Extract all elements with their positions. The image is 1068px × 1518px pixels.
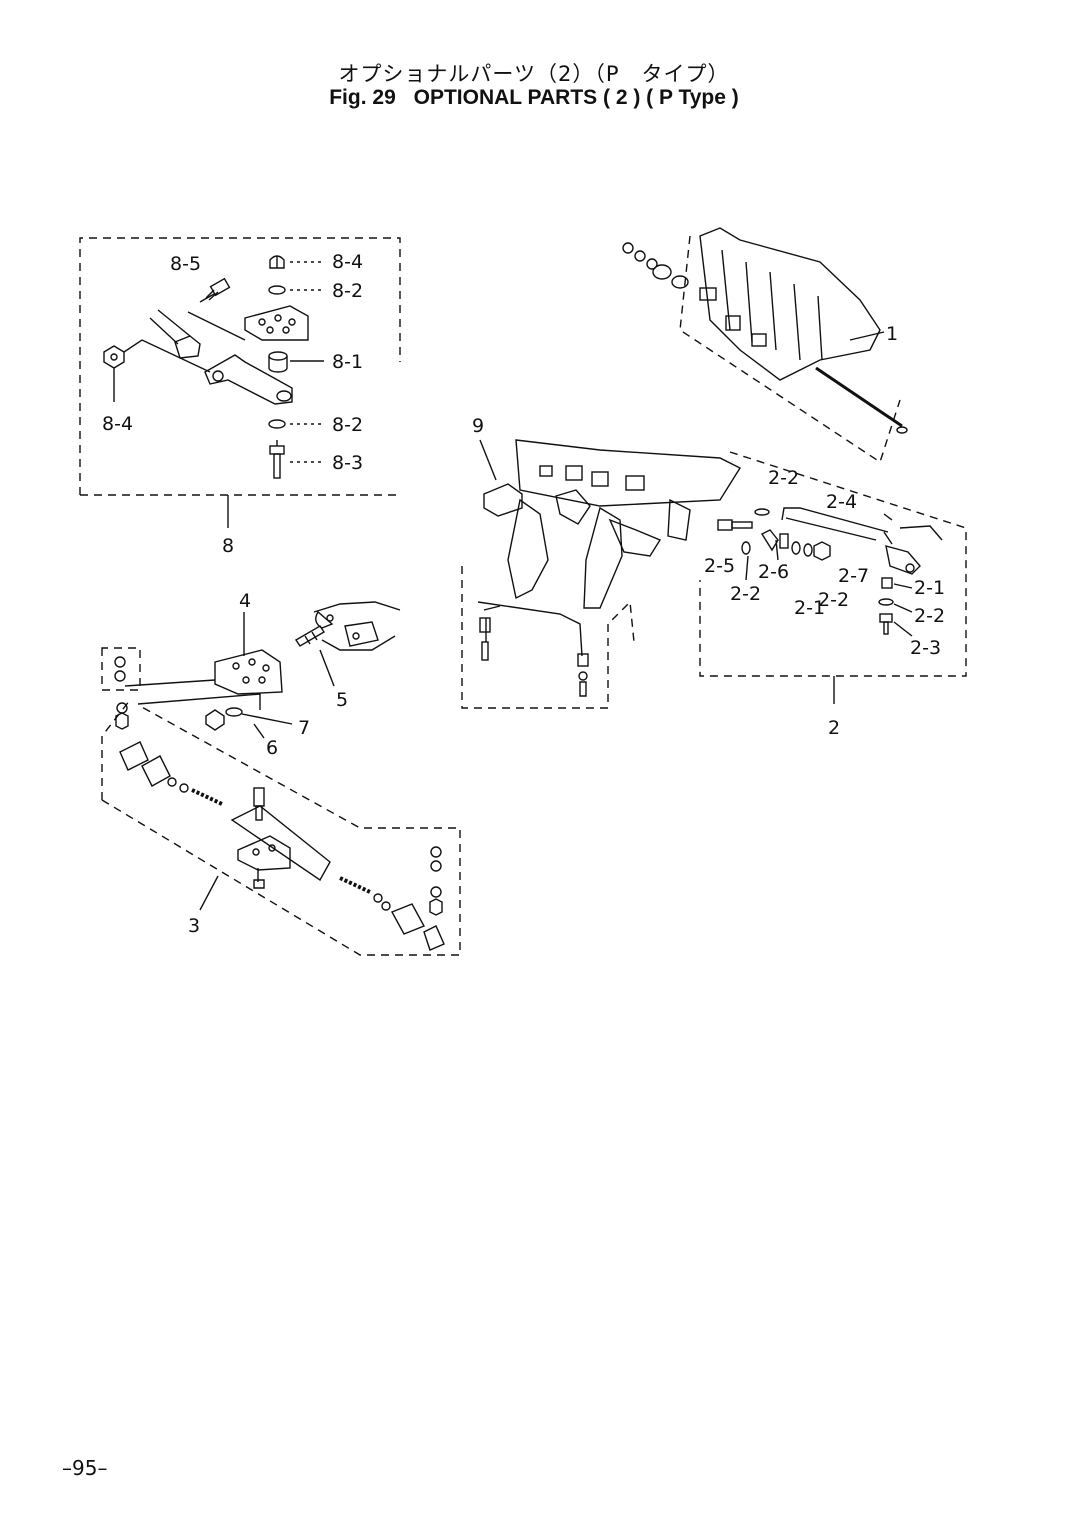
group-2-dashed-border [699,451,967,677]
washer-2-2-mid [741,541,751,555]
label-8-3: 8-3 [332,452,363,474]
label-2-2-mid: 2-2 [730,583,761,605]
label-8-2-bottom: 8-2 [332,414,363,436]
figure-number: Fig. 29 [329,86,396,109]
label-2-4: 2-4 [826,491,857,513]
nut-8-4-top [269,255,285,269]
figure-title-english: OPTIONAL PARTS ( 2 ) ( P Type ) [413,86,739,109]
washer-8-2-bottom [268,419,286,429]
label-6: 6 [266,737,278,759]
machine-arm [313,601,401,651]
right-assembly [461,227,967,709]
pin-part-5 [295,625,335,687]
label-1: 1 [886,323,898,345]
link-rod-2-4 [781,507,893,545]
washer-2-2-c [803,543,813,557]
group-3-leader [199,875,219,911]
label-2-1-right: 2-1 [914,577,945,599]
washer-2-1-mid [791,541,801,555]
label-2-2-c: 2-2 [818,589,849,611]
washer-8-2-top [268,285,286,295]
nut-part-6 [205,709,225,731]
figure-title: Fig. 29 OPTIONAL PARTS ( 2 ) ( P Type ) [0,86,1068,110]
shaft-assembly [119,741,445,951]
washer-2-2-right [878,598,894,606]
lever-arm [204,354,293,405]
lever-2-6 [760,529,779,552]
collar-8-1 [268,351,288,373]
collar-2-1 [881,577,893,589]
nut-8-4-left [103,339,211,373]
page-number: –95– [62,1456,108,1480]
group-8-assembly [79,237,401,528]
bolt-2-5 [717,519,753,531]
label-2-7: 2-7 [838,565,869,587]
title-japanese: オプショナルパーツ（2）（P タイプ） [338,62,730,86]
label-2-2-right: 2-2 [914,605,945,627]
label-8-5: 8-5 [170,253,201,275]
bolt-8-3 [269,440,285,479]
label-9: 9 [472,415,484,437]
leader-7 [241,713,293,725]
part-9-cylinder [483,483,523,517]
label-5: 5 [336,689,348,711]
label-3: 3 [188,915,200,937]
group-2-assembly [699,451,967,704]
group-3-assembly [101,601,461,956]
nut-2-7 [813,541,831,561]
label-2-6: 2-6 [758,561,789,583]
bolt-8-5 [199,277,231,303]
label-8-4-left: 8-4 [102,413,133,435]
label-2-3: 2-3 [910,637,941,659]
bracket-plate [244,305,309,341]
label-8-4-top: 8-4 [332,251,363,273]
label-2: 2 [828,717,840,739]
label-8-1: 8-1 [332,351,363,373]
label-2-1-mid: 2-1 [794,597,825,619]
right-dashed-lower [461,566,635,709]
label-2-2-top: 2-2 [768,467,799,489]
label-8-2-top: 8-2 [332,280,363,302]
leader-6 [253,723,265,739]
machine-casting-part-1 [622,227,908,464]
nuts-left-stack [114,656,129,730]
group-8-dashed-border [79,237,401,496]
washer-2-2-top [754,508,770,516]
washer-part-7 [225,707,243,717]
label-2-5: 2-5 [704,555,735,577]
label-4: 4 [239,590,251,612]
group-3-dashed-border [101,647,461,956]
pedal-assembly [461,439,742,709]
part-1-dashed-outline [679,235,901,464]
bracket-part-4 [124,612,283,710]
bolt-2-3 [879,613,893,635]
lever-right [885,525,943,575]
clamp-block [149,309,246,359]
part-labels: 8-5 8-4 8-2 8-1 8-4 8-2 8-3 8 4 5 7 6 3 … [102,251,945,937]
label-8: 8 [222,535,234,557]
label-7: 7 [298,717,310,739]
